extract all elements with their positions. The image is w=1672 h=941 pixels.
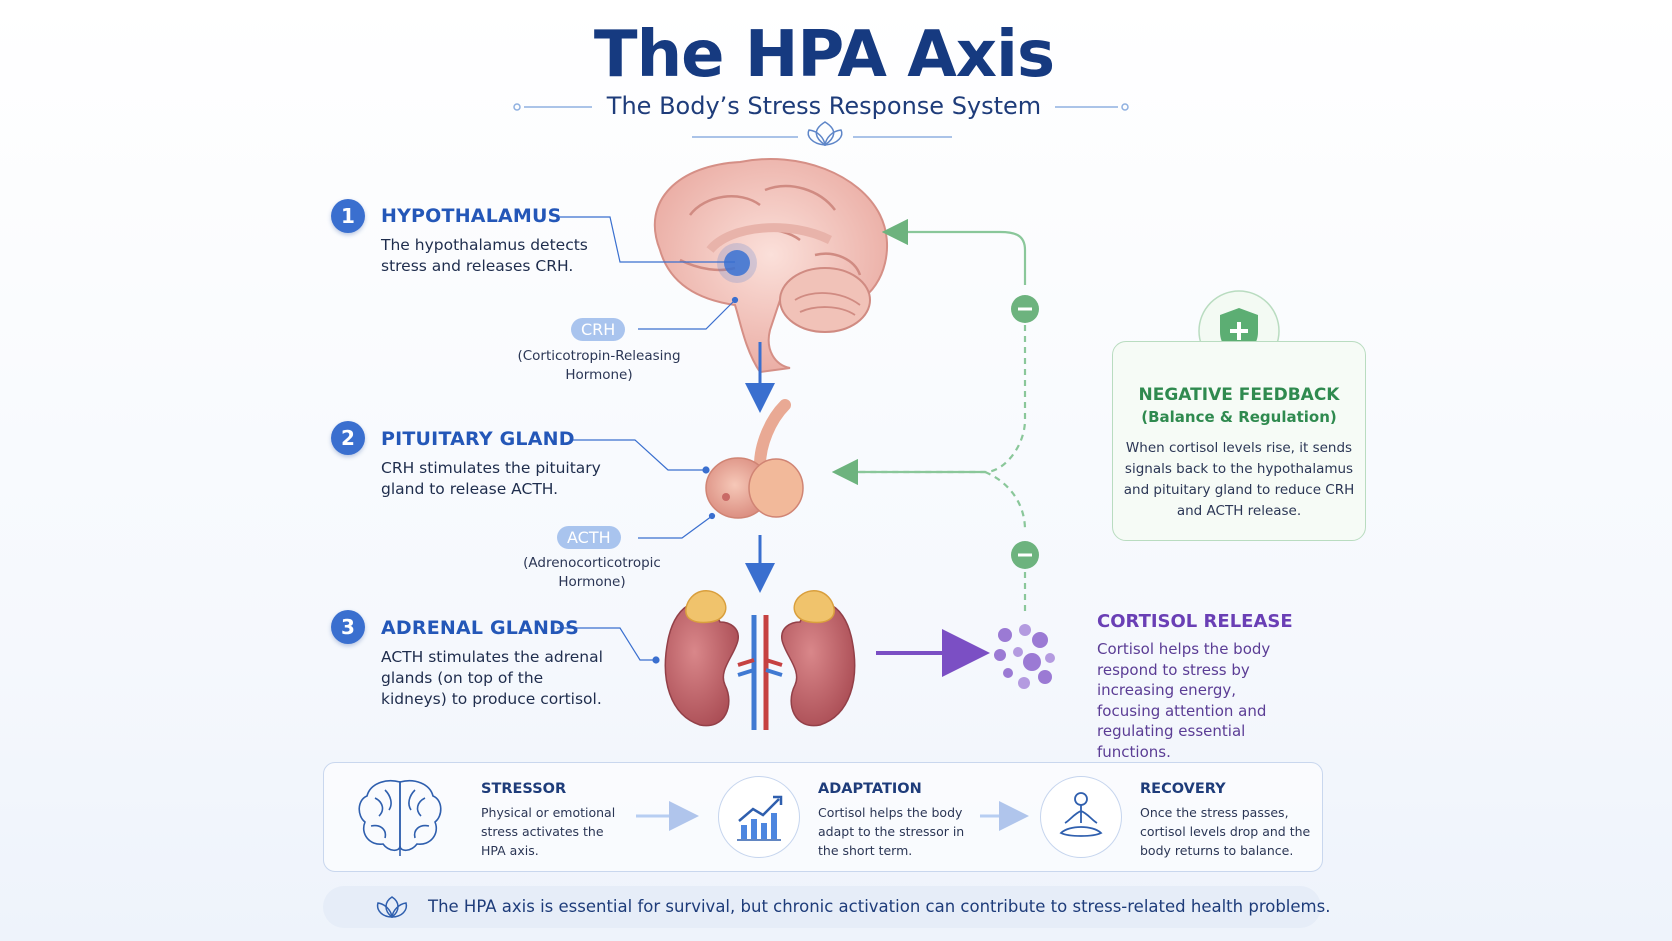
stages-panel (323, 762, 1323, 872)
stage-desc-stressor: Physical or emotional stress activates t… (481, 805, 616, 858)
lotus-icon (376, 896, 408, 918)
cortisol-title: CORTISOL RELEASE (1097, 611, 1293, 632)
stage-title-adaptation: ADAPTATION (818, 781, 922, 797)
stage-title-stressor: STRESSOR (481, 781, 567, 797)
step-desc-pituitary: CRH stimulates the pituitary gland to re… (381, 459, 601, 498)
step-desc-hypothalamus: The hypothalamus detects stress and rele… (381, 236, 588, 275)
step-desc-adrenal: ACTH stimulates the adrenal glands (on t… (381, 648, 603, 708)
brain-outline-icon (358, 780, 442, 856)
pituitary-illustration (705, 399, 804, 519)
feedback-description: When cortisol levels rise, it sends sign… (1123, 440, 1355, 519)
stage-title-recovery: RECOVERY (1140, 781, 1226, 797)
step-number-3: 3 (331, 610, 365, 644)
hormone-note-crh: (Corticotropin-Releasing Hormone) (517, 348, 681, 383)
hormone-pill-acth: ACTH (557, 526, 621, 549)
growth-chart-icon (718, 776, 800, 858)
step-title-hypothalamus: HYPOTHALAMUS (381, 205, 562, 227)
lotus-ornament-icon (807, 121, 843, 146)
meditation-icon (1040, 776, 1122, 858)
page-title: The HPA Axis (593, 18, 1055, 92)
kidneys-illustration (664, 589, 856, 730)
feedback-subtitle: (Balance & Regulation) (1141, 408, 1337, 426)
step-number-1: 1 (331, 199, 365, 233)
inhibit-icon (1011, 295, 1039, 569)
cortisol-molecules (994, 624, 1055, 689)
negative-feedback-box (1112, 341, 1366, 541)
leader-lines (557, 216, 739, 664)
cortisol-description: Cortisol helps the body respond to stres… (1097, 640, 1271, 761)
feedback-loop (831, 218, 1027, 612)
stage-desc-recovery: Once the stress passes, cortisol levels … (1140, 805, 1311, 858)
hormone-note-acth: (Adrenocorticotropic Hormone) (523, 555, 661, 590)
hormone-pill-crh: CRH (571, 318, 626, 341)
page-subtitle: The Body’s Stress Response System (606, 92, 1042, 120)
brain-illustration (653, 158, 888, 374)
step-title-pituitary: PITUITARY GLAND (381, 428, 575, 450)
footer-text: The HPA axis is essential for survival, … (428, 897, 1331, 916)
subtitle-ornament (513, 103, 1129, 146)
stage-desc-adaptation: Cortisol helps the body adapt to the str… (818, 805, 965, 858)
step-title-adrenal: ADRENAL GLANDS (381, 617, 579, 639)
footer-banner (323, 886, 1321, 928)
feedback-title: NEGATIVE FEEDBACK (1138, 385, 1340, 405)
step-number-2: 2 (331, 421, 365, 455)
